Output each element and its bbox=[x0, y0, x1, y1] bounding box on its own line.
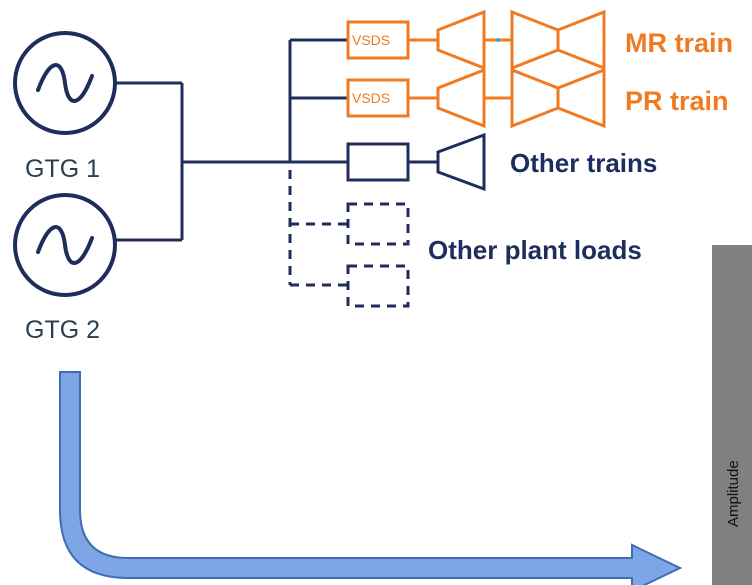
main-bus bbox=[288, 38, 348, 164]
plant-load-box bbox=[346, 202, 410, 246]
mr-compressor-2 bbox=[510, 9, 560, 71]
mr-compressor-1 bbox=[436, 9, 486, 71]
mr-compressor-3 bbox=[556, 9, 606, 71]
other-trains-box bbox=[346, 142, 410, 182]
gtg1-label: GTG 1 bbox=[25, 155, 101, 183]
flow-arrow-icon bbox=[59, 371, 683, 585]
pr-compressor-3 bbox=[556, 67, 606, 129]
amplitude-axis-label: Amplitude bbox=[725, 460, 742, 527]
gtg2-label: GTG 2 bbox=[25, 316, 101, 344]
mr-train-label: MR train bbox=[625, 28, 733, 58]
generator-bus-lines bbox=[115, 81, 290, 242]
other-trains-compressor bbox=[436, 132, 486, 192]
pr-vsds-label: VSDS bbox=[352, 90, 391, 106]
sine-wave-icon bbox=[36, 225, 94, 265]
other-plant-loads-label: Other plant loads bbox=[428, 235, 642, 265]
plant-load-box bbox=[346, 264, 410, 308]
mr-shaft-marker bbox=[496, 38, 500, 42]
other-trains-equipment bbox=[346, 132, 486, 192]
generator-gtg1 bbox=[13, 31, 117, 135]
other-trains-label: Other trains bbox=[510, 148, 658, 178]
other-plant-loads-bus bbox=[288, 170, 410, 308]
generator-gtg2 bbox=[13, 193, 117, 297]
pr-compressor-2 bbox=[510, 67, 560, 129]
mr-vsds-label: VSDS bbox=[352, 32, 391, 48]
amplitude-panel bbox=[712, 245, 752, 585]
pr-train-equipment bbox=[346, 67, 606, 129]
pr-train-label: PR train bbox=[625, 86, 729, 116]
sine-wave-icon bbox=[36, 63, 94, 103]
pr-compressor-1 bbox=[436, 67, 486, 129]
